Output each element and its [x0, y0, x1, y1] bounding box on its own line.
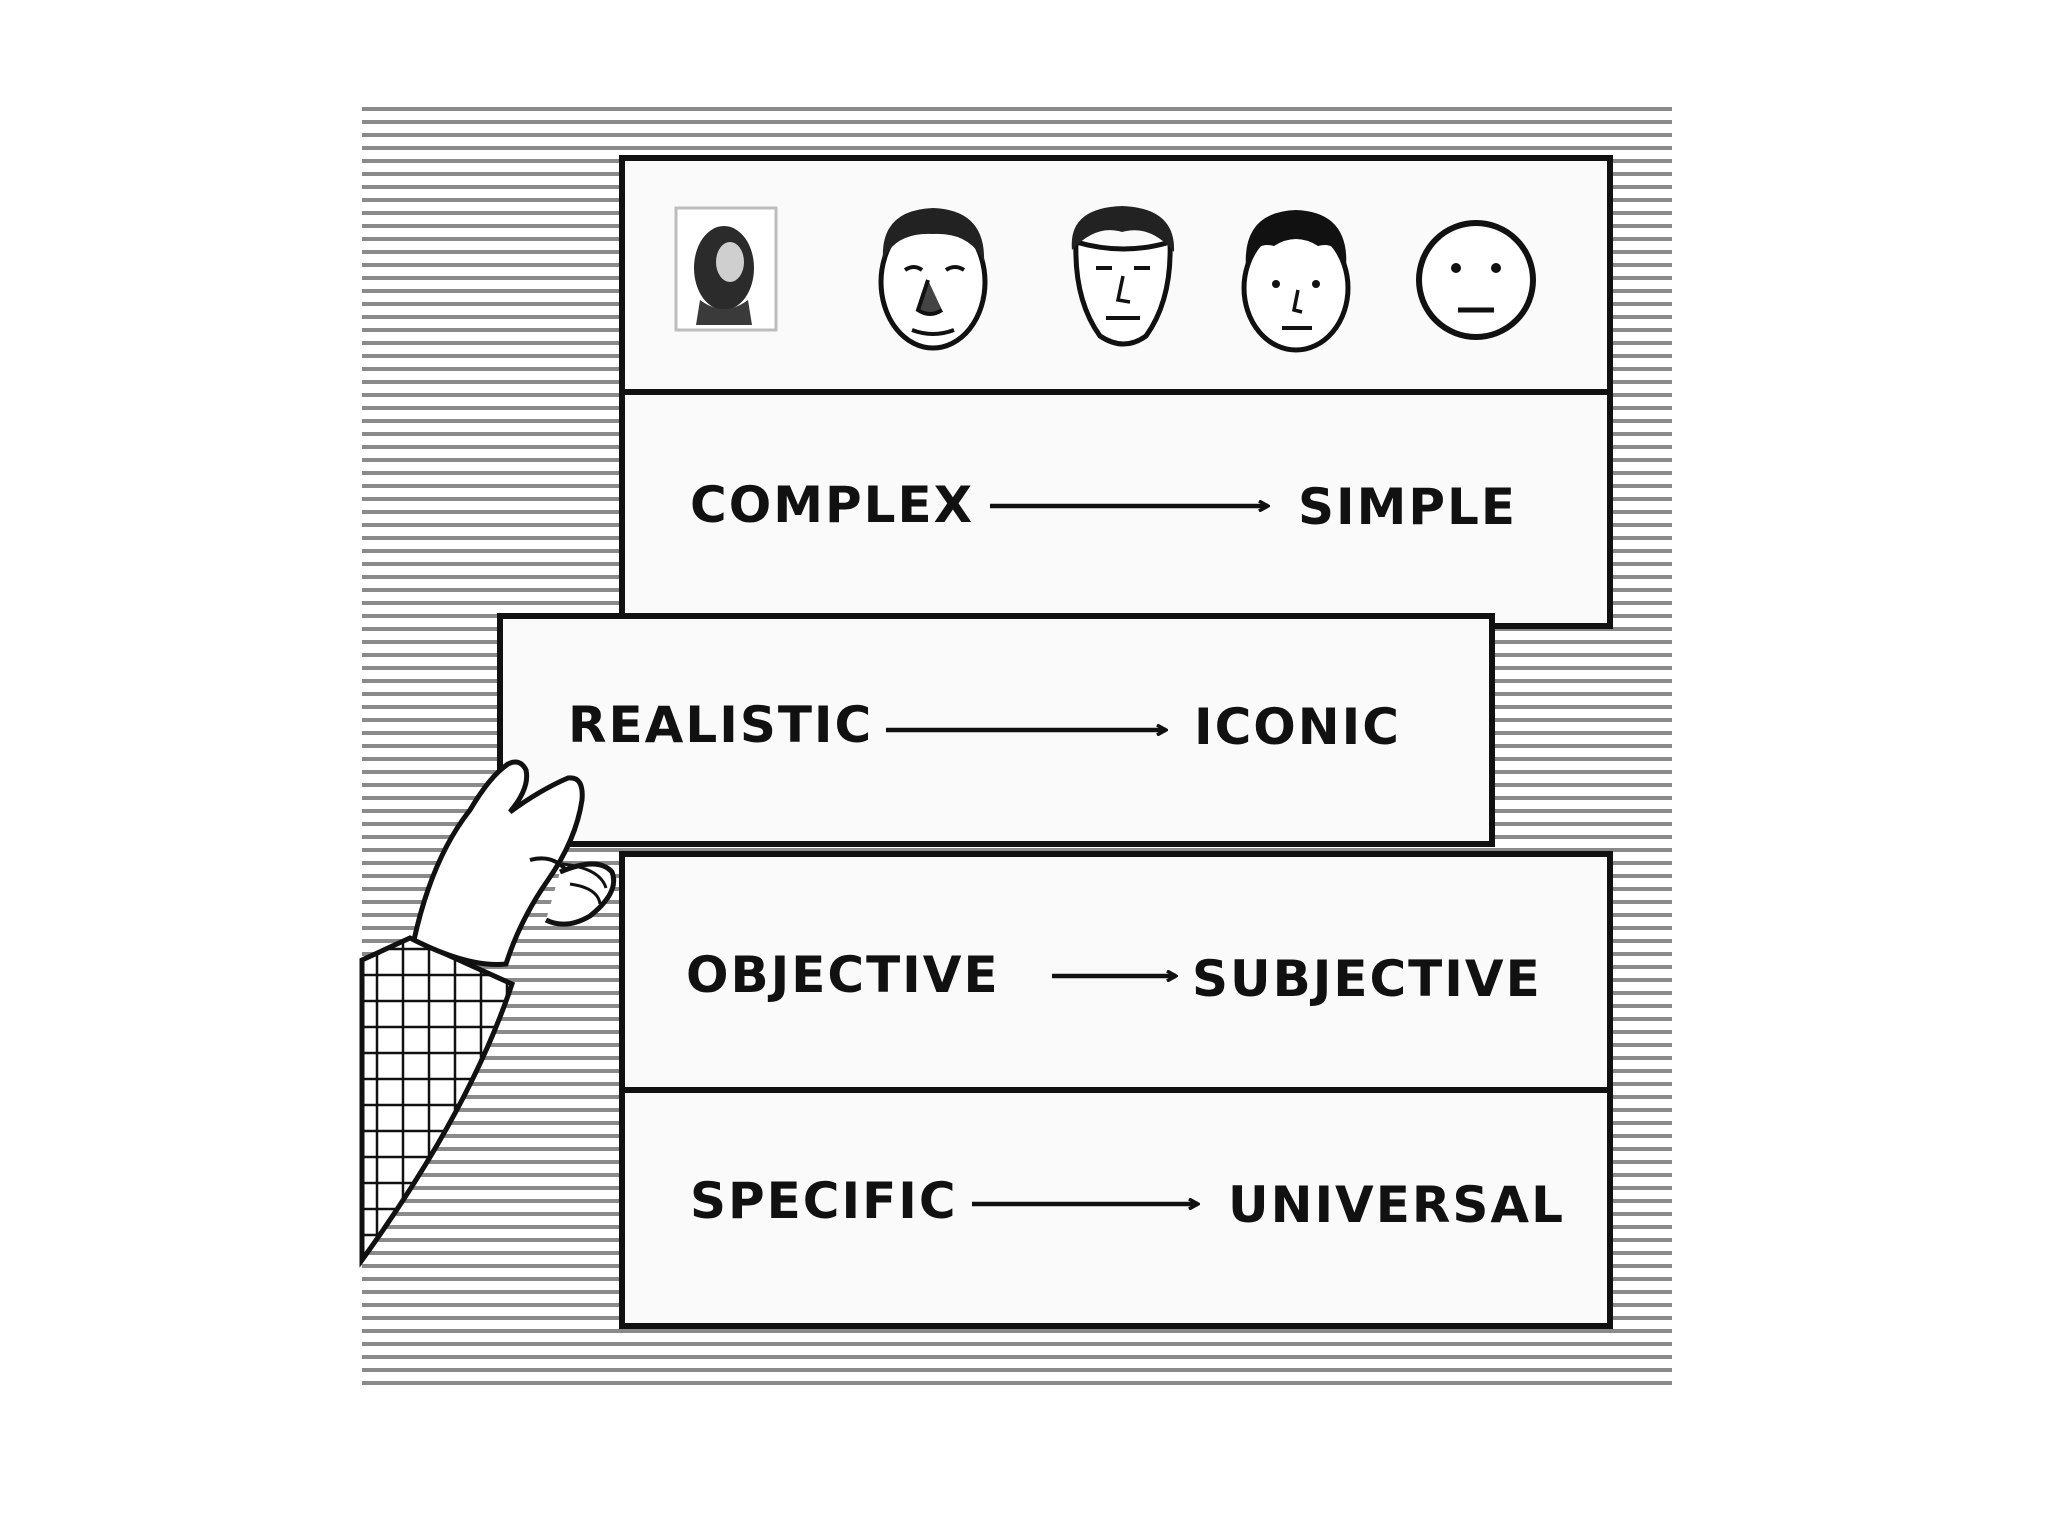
- row-right-label: SIMPLE: [1298, 478, 1517, 536]
- realistic-iconic-card: REALISTIC ICONIC: [497, 613, 1495, 847]
- row-left-label: SPECIFIC: [690, 1172, 958, 1230]
- simple-smiley-face-icon: [1416, 220, 1536, 340]
- hand-icon: [359, 759, 617, 1268]
- plaid-sleeve: [359, 935, 516, 1268]
- row-right-label: SUBJECTIVE: [1192, 950, 1542, 1008]
- objective-subjective-card: OBJECTIVE SUBJECTIVE: [619, 851, 1613, 1093]
- complex-simple-card: COMPLEX SIMPLE: [619, 389, 1613, 629]
- detailed-drawn-face-icon: [878, 208, 988, 351]
- row-left-label: REALISTIC: [568, 696, 873, 754]
- specific-universal-card: SPECIFIC UNIVERSAL: [619, 1087, 1613, 1329]
- semi-detailed-face-icon: [1071, 206, 1175, 347]
- photo-portrait-icon: [674, 206, 778, 332]
- row-right-label: ICONIC: [1194, 698, 1401, 756]
- row-right-label: UNIVERSAL: [1228, 1176, 1565, 1234]
- cartoon-face-icon: [1241, 210, 1351, 353]
- faces-card: [619, 155, 1613, 395]
- row-left-label: OBJECTIVE: [686, 946, 1000, 1004]
- row-left-label: COMPLEX: [690, 476, 974, 534]
